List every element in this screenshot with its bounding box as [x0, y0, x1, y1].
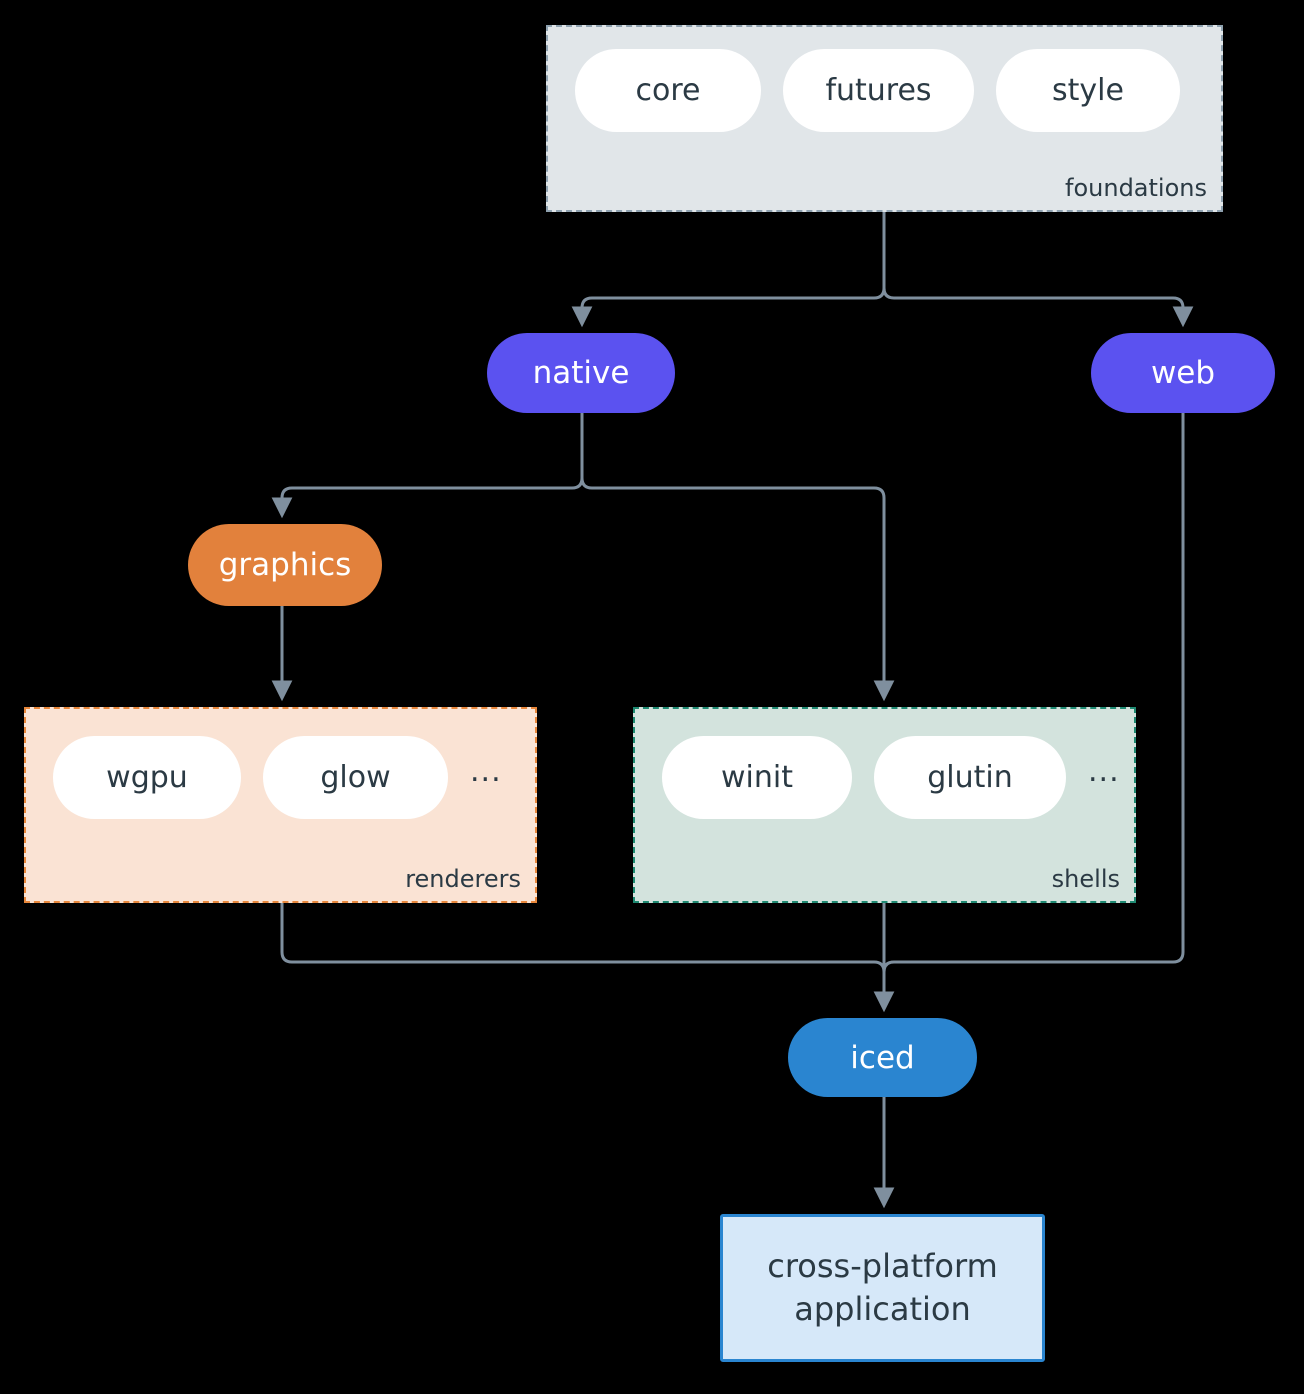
- edge-native-graphics: [271, 411, 584, 519]
- node-native[interactable]: native: [487, 333, 675, 413]
- node-cross-platform-application[interactable]: cross-platform application: [720, 1214, 1045, 1362]
- node-style[interactable]: style: [996, 49, 1180, 132]
- cluster-foundations-items: core futures style: [548, 49, 1221, 132]
- node-iced[interactable]: iced: [788, 1018, 977, 1097]
- node-graphics[interactable]: graphics: [188, 524, 382, 606]
- node-wgpu[interactable]: wgpu: [53, 736, 241, 819]
- cluster-shells: winit glutin ... shells: [633, 707, 1136, 903]
- edge-foundations-web: [882, 286, 1194, 328]
- cluster-renderers-items: wgpu glow ...: [26, 736, 535, 819]
- cluster-foundations: core futures style foundations: [546, 25, 1223, 212]
- node-glutin[interactable]: glutin: [874, 736, 1066, 819]
- edge-native-shells: [580, 476, 895, 702]
- edge-renderers-iced: [280, 901, 895, 1013]
- cluster-renderers: wgpu glow ... renderers: [24, 707, 537, 903]
- cluster-foundations-label: foundations: [1065, 174, 1207, 202]
- application-label-line2: application: [794, 1290, 971, 1328]
- node-winit[interactable]: winit: [662, 736, 852, 819]
- cluster-renderers-label: renderers: [405, 865, 521, 893]
- cluster-shells-label: shells: [1051, 865, 1120, 893]
- node-glow[interactable]: glow: [263, 736, 448, 819]
- cluster-shells-items: winit glutin ...: [635, 736, 1134, 819]
- shells-overflow-ellipsis: ...: [1088, 753, 1120, 789]
- node-core[interactable]: core: [575, 49, 761, 132]
- edge-foundations-native: [571, 210, 886, 328]
- node-futures[interactable]: futures: [783, 49, 974, 132]
- application-label-line1: cross-platform: [767, 1246, 998, 1285]
- node-web[interactable]: web: [1091, 333, 1275, 413]
- renderers-overflow-ellipsis: ...: [470, 753, 502, 789]
